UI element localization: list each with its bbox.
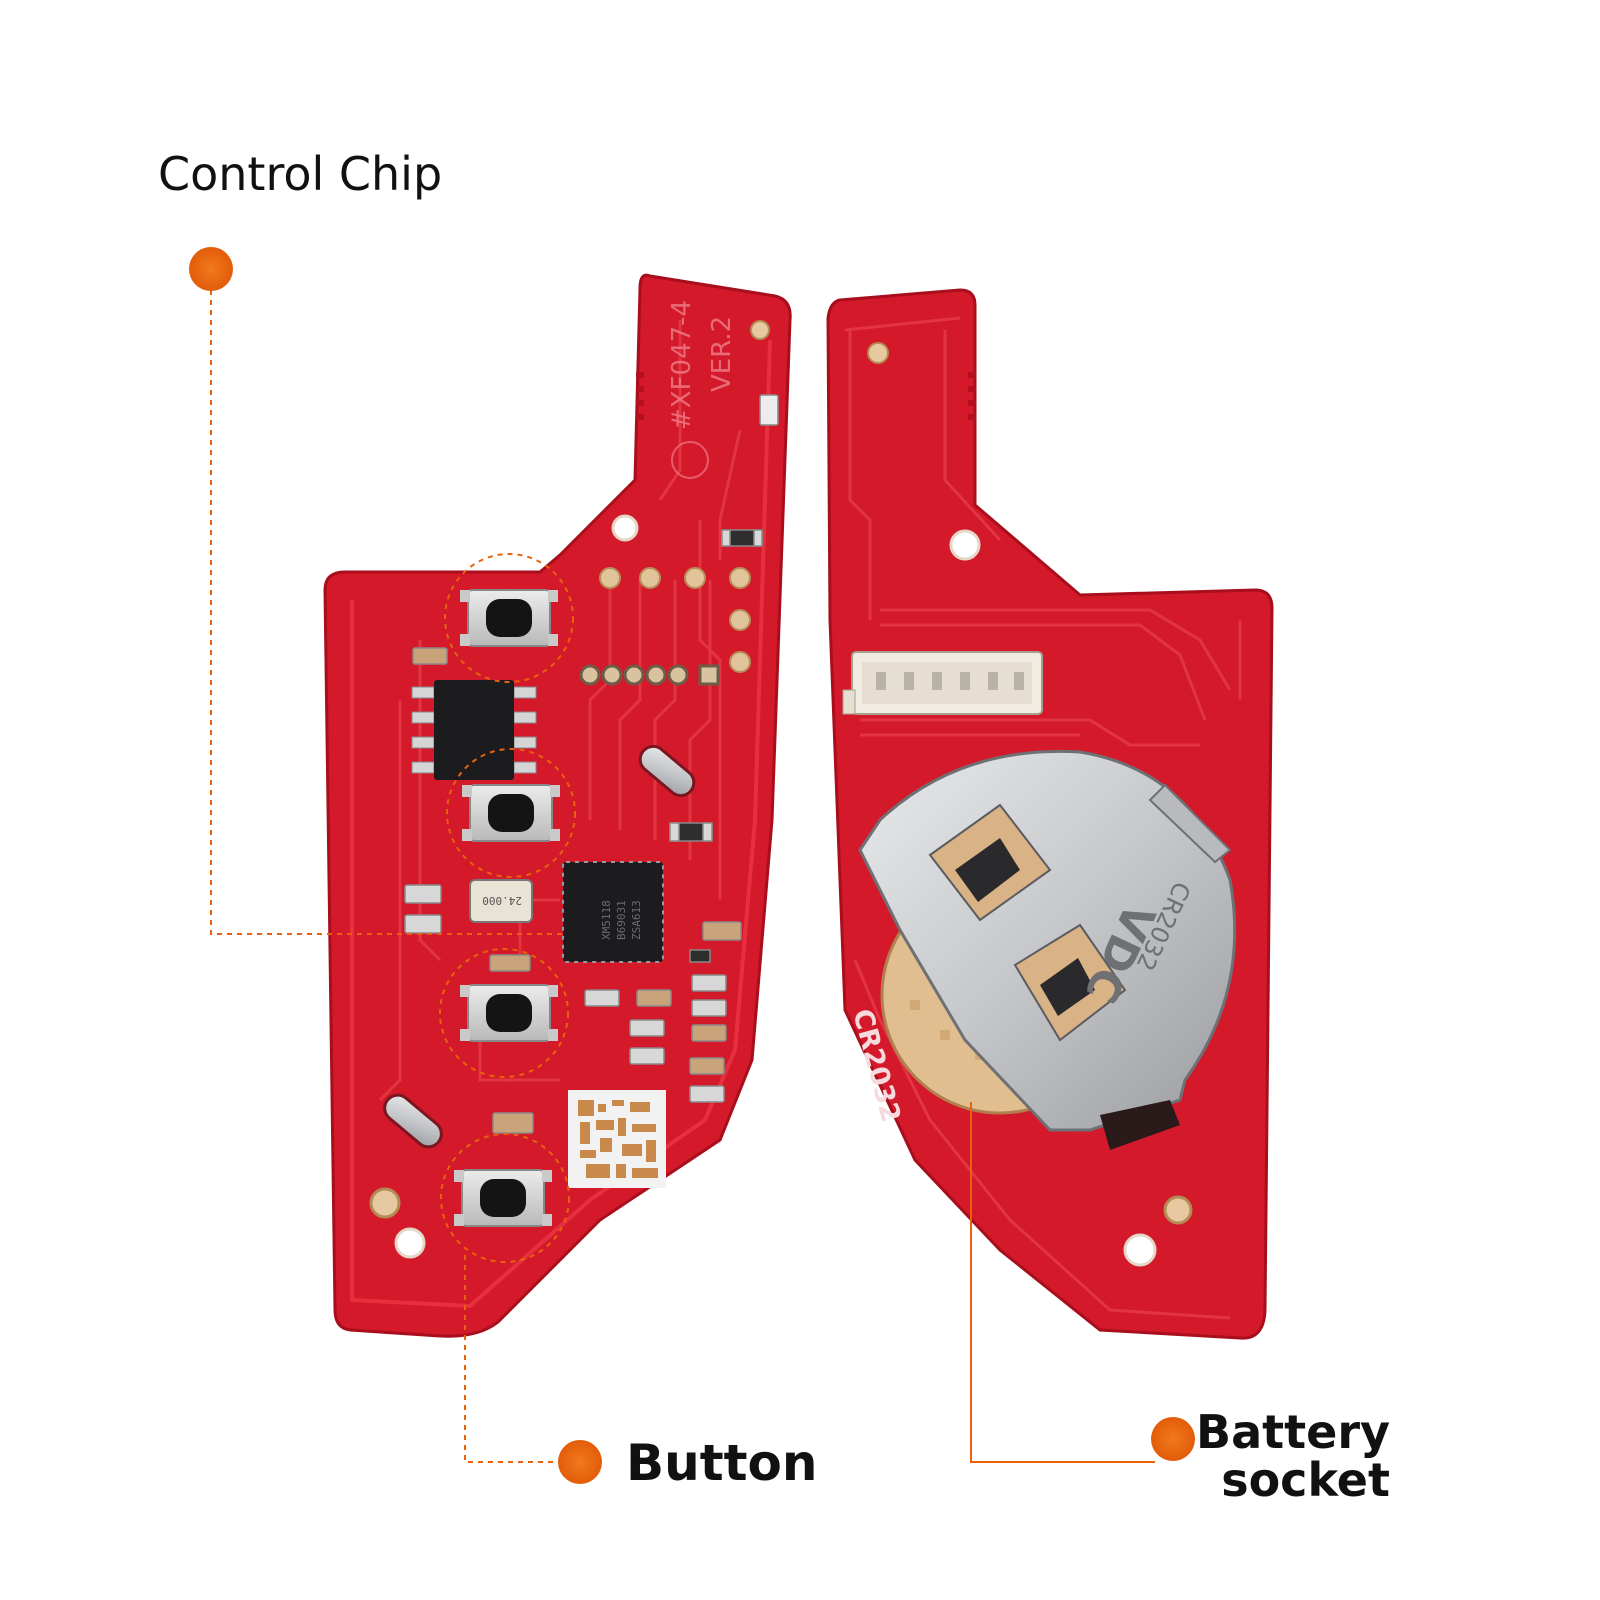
control-chip-leader (210, 290, 563, 935)
version-text: VER.2 (707, 316, 737, 392)
front-pcb: #XF047-4 VER.2 (323, 273, 792, 1338)
back-pcb: VDC CR2032 CR2032 (826, 288, 1274, 1340)
qr-label (568, 1090, 666, 1188)
battery-socket-label-line2: socket (1221, 1453, 1390, 1508)
eeprom-chip (411, 680, 537, 780)
button-label: Button (626, 1434, 818, 1492)
crystal-oscillator: 24.000 (469, 879, 533, 923)
mcu-marking-line: B69031 (615, 900, 628, 940)
capsule-component (383, 744, 696, 1149)
button-marker-dot (558, 1440, 602, 1484)
tactile-button (460, 589, 558, 647)
mount-hole (611, 514, 639, 542)
mount-hole (1123, 1233, 1157, 1267)
gold-pad (1163, 1195, 1193, 1225)
battery-leader (970, 1102, 1155, 1463)
part-number-text: #XF047-4 (667, 300, 697, 430)
tactile-button (460, 984, 558, 1042)
smd-components (404, 394, 779, 1134)
tactile-button (454, 1169, 552, 1227)
button-highlight-circles (439, 553, 576, 1263)
tactile-button (462, 784, 560, 842)
battery-marker-dot (1151, 1417, 1195, 1461)
mount-hole (949, 529, 981, 561)
gold-pad (867, 342, 889, 364)
mcu-marking-line: XM5118 (600, 900, 613, 940)
callout-dots (189, 247, 1195, 1484)
header-pins (579, 664, 720, 686)
connector-header (842, 651, 1043, 715)
mcu-marking-line: ZSA613 (630, 900, 643, 940)
battery-holder: VDC CR2032 (858, 749, 1237, 1150)
control-chip: XM5118 B69031 ZSA613 (562, 861, 664, 963)
mount-hole (394, 1227, 426, 1259)
button-leader (464, 1255, 560, 1463)
gold-pad-row (599, 567, 751, 673)
control-chip-label: Control Chip (158, 147, 443, 201)
front-pcb-board (323, 273, 792, 1338)
gold-pad (750, 320, 770, 340)
version-silkscreen: #XF047-4 VER.2 (667, 300, 737, 430)
battery-socket-label: Battery socket (1190, 1408, 1390, 1505)
callout-lines (210, 290, 1155, 1463)
battery-socket-label-line1: Battery (1196, 1405, 1390, 1459)
crystal-marking: 24.000 (482, 894, 522, 907)
control-chip-marker-dot (189, 247, 233, 291)
gold-pad (369, 1187, 401, 1219)
